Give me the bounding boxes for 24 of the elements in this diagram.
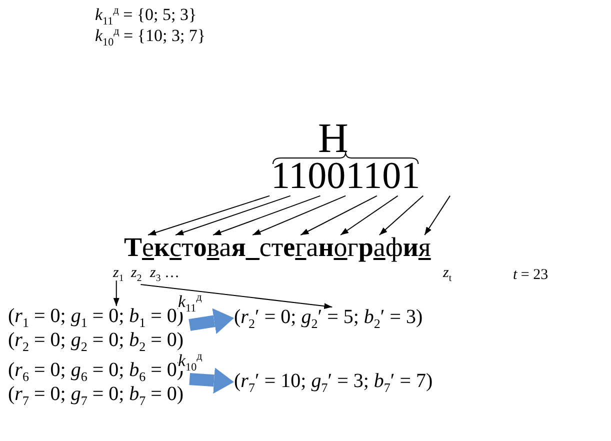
pixel-tuple: (r$_{7}$ = 0; g$_{7}$ = 0; b$_{7}$ = 0) bbox=[8, 383, 184, 405]
arrow bbox=[175, 195, 291, 236]
key-formula: k$_{11}$$^{д}$ = {0; 5; 3} bbox=[95, 6, 197, 25]
arrow bbox=[340, 195, 398, 236]
modified-pixel-tuple: (r$_{7}$′ = 10; g$_{7}$′ = 3; b$_{7}$′ = 7) bbox=[234, 370, 433, 392]
modified-pixel-tuple: (r$_{2}$′ = 0; g$_{2}$′ = 5; b$_{2}$′ = 3) bbox=[234, 306, 423, 328]
arrow bbox=[378, 195, 424, 236]
arrow bbox=[424, 195, 451, 236]
arrow bbox=[212, 195, 321, 236]
index-label: z$_{2}$ bbox=[131, 265, 142, 282]
parameter-label: t = 23 bbox=[513, 267, 548, 284]
arrow bbox=[300, 195, 378, 236]
arrow bbox=[252, 195, 346, 236]
block-arrow bbox=[189, 368, 234, 394]
key-formula: k$_{10}$$^{д}$ = {10; 3; 7} bbox=[95, 27, 206, 46]
arrow bbox=[113, 280, 120, 306]
arrow bbox=[140, 284, 333, 310]
index-label: z$_{1}$ bbox=[113, 265, 124, 282]
pixel-tuple: (r$_{2}$ = 0; g$_{2}$ = 0; b$_{2}$ = 0) bbox=[8, 329, 184, 351]
block-arrow bbox=[188, 308, 234, 334]
index-label: z$_{t}$ bbox=[443, 265, 452, 282]
arrow bbox=[148, 195, 270, 236]
text-line: Текстовая_стеганография bbox=[124, 233, 431, 263]
index-label: z$_{3}$ … bbox=[150, 265, 180, 282]
